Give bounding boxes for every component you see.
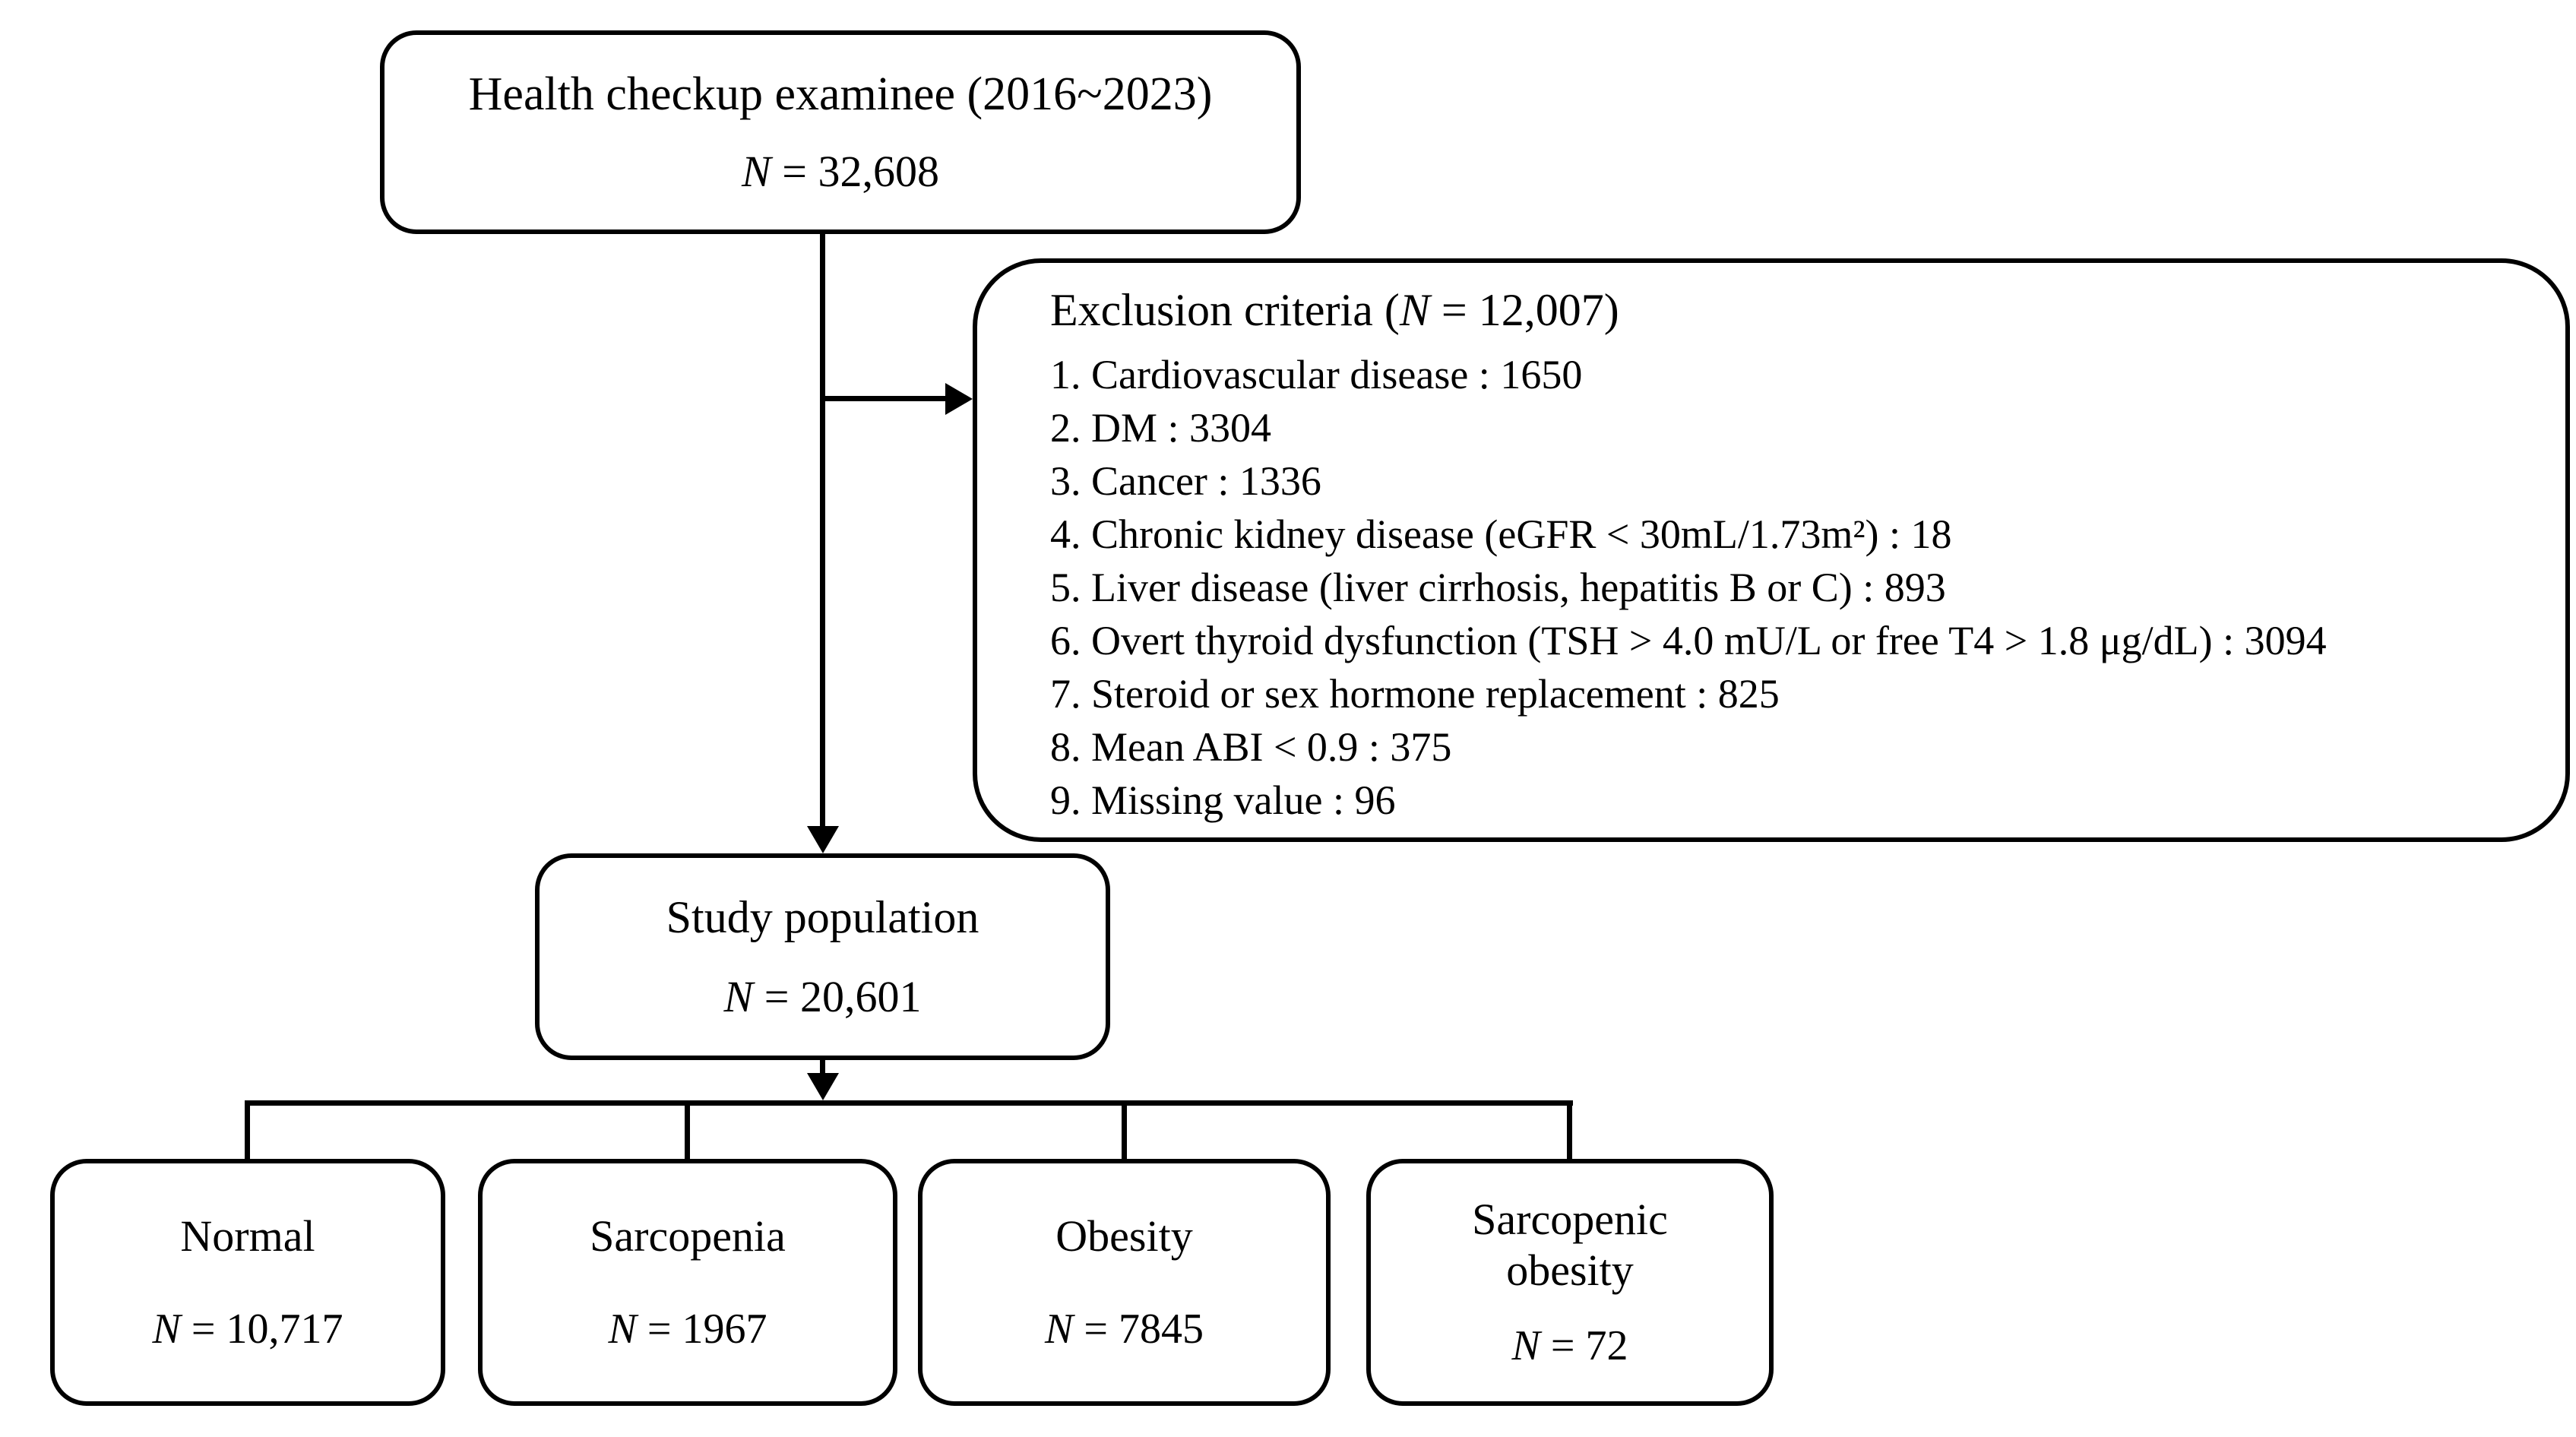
exclusion-header: Exclusion criteria (N = 12,007): [1050, 280, 2535, 340]
study-population-title: Study population: [666, 892, 979, 942]
group-normal-title: Normal: [180, 1211, 315, 1261]
group-sarcopenic-obesity-n-value: = 72: [1540, 1321, 1628, 1369]
exclusion-list: 1. Cardiovascular disease : 1650 2. DM :…: [1050, 348, 2535, 827]
branch-drop-sarcopenia: [685, 1100, 690, 1161]
group-normal-n-symbol: N: [152, 1305, 181, 1353]
group-sarcopenia-n-line: N = 1967: [609, 1305, 767, 1353]
exclusion-item-5: 5. Liver disease (liver cirrhosis, hepat…: [1050, 565, 1946, 610]
branch-drop-normal: [245, 1100, 250, 1161]
box-group-normal: Normal N = 10,717: [50, 1159, 445, 1406]
box-group-obesity: Obesity N = 7845: [918, 1159, 1331, 1406]
arrowhead-down-study-icon: [807, 826, 839, 853]
study-population-n-symbol: N: [723, 972, 754, 1021]
exclusion-header-pre: Exclusion criteria (: [1050, 285, 1400, 335]
exclusion-item-1: 1. Cardiovascular disease : 1650: [1050, 352, 1583, 397]
group-normal-n-line: N = 10,717: [153, 1305, 343, 1353]
box-group-sarcopenia: Sarcopenia N = 1967: [478, 1159, 897, 1406]
group-sarcopenic-obesity-title: Sarcopenic obesity: [1472, 1195, 1668, 1295]
branch-drop-obesity: [1122, 1100, 1127, 1161]
examinee-n-symbol: N: [742, 147, 771, 197]
group-obesity-n-line: N = 7845: [1045, 1305, 1204, 1353]
examinee-title: Health checkup examinee (2016~2023): [468, 68, 1213, 120]
branch-horizontal-line: [245, 1100, 1573, 1106]
connector-examinee-to-study: [820, 232, 825, 830]
study-population-n-line: N = 20,601: [724, 971, 922, 1022]
study-population-n-value: = 20,601: [753, 972, 922, 1021]
group-obesity-title: Obesity: [1055, 1211, 1193, 1261]
group-sarcopenia-n-value: = 1967: [636, 1305, 767, 1353]
connector-study-to-branch: [820, 1060, 825, 1076]
examinee-n-line: N = 32,608: [742, 146, 939, 197]
box-health-checkup-examinee: Health checkup examinee (2016~2023) N = …: [380, 30, 1301, 234]
branch-drop-sarcopenic-obesity: [1567, 1100, 1572, 1161]
box-study-population: Study population N = 20,601: [535, 853, 1110, 1060]
group-sarcopenic-obesity-n-line: N = 72: [1512, 1321, 1628, 1370]
exclusion-item-3: 3. Cancer : 1336: [1050, 458, 1321, 504]
group-obesity-n-symbol: N: [1045, 1305, 1074, 1353]
arrowhead-right-exclusion-icon: [945, 383, 973, 415]
exclusion-item-2: 2. DM : 3304: [1050, 405, 1272, 451]
connector-to-exclusion: [822, 396, 947, 401]
group-sarcopenia-title: Sarcopenia: [590, 1211, 786, 1261]
group-sarcopenic-obesity-n-symbol: N: [1511, 1321, 1540, 1369]
box-group-sarcopenic-obesity: Sarcopenic obesity N = 72: [1366, 1159, 1774, 1406]
group-sarcopenia-n-symbol: N: [608, 1305, 637, 1353]
exclusion-item-7: 7. Steroid or sex hormone replacement : …: [1050, 671, 1780, 717]
exclusion-item-4: 4. Chronic kidney disease (eGFR < 30mL/1…: [1050, 511, 1952, 557]
box-exclusion-criteria: Exclusion criteria (N = 12,007) 1. Cardi…: [973, 258, 2570, 842]
exclusion-item-9: 9. Missing value : 96: [1050, 777, 1396, 823]
exclusion-n-symbol: N: [1399, 285, 1430, 335]
group-obesity-n-value: = 7845: [1073, 1305, 1204, 1353]
arrowhead-down-branch-icon: [807, 1073, 839, 1100]
examinee-n-value: = 32,608: [771, 147, 939, 197]
exclusion-item-6: 6. Overt thyroid dysfunction (TSH > 4.0 …: [1050, 618, 2327, 663]
exclusion-item-8: 8. Mean ABI < 0.9 : 375: [1050, 724, 1452, 770]
group-normal-n-value: = 10,717: [180, 1305, 343, 1353]
exclusion-header-post: = 12,007): [1429, 285, 1619, 335]
